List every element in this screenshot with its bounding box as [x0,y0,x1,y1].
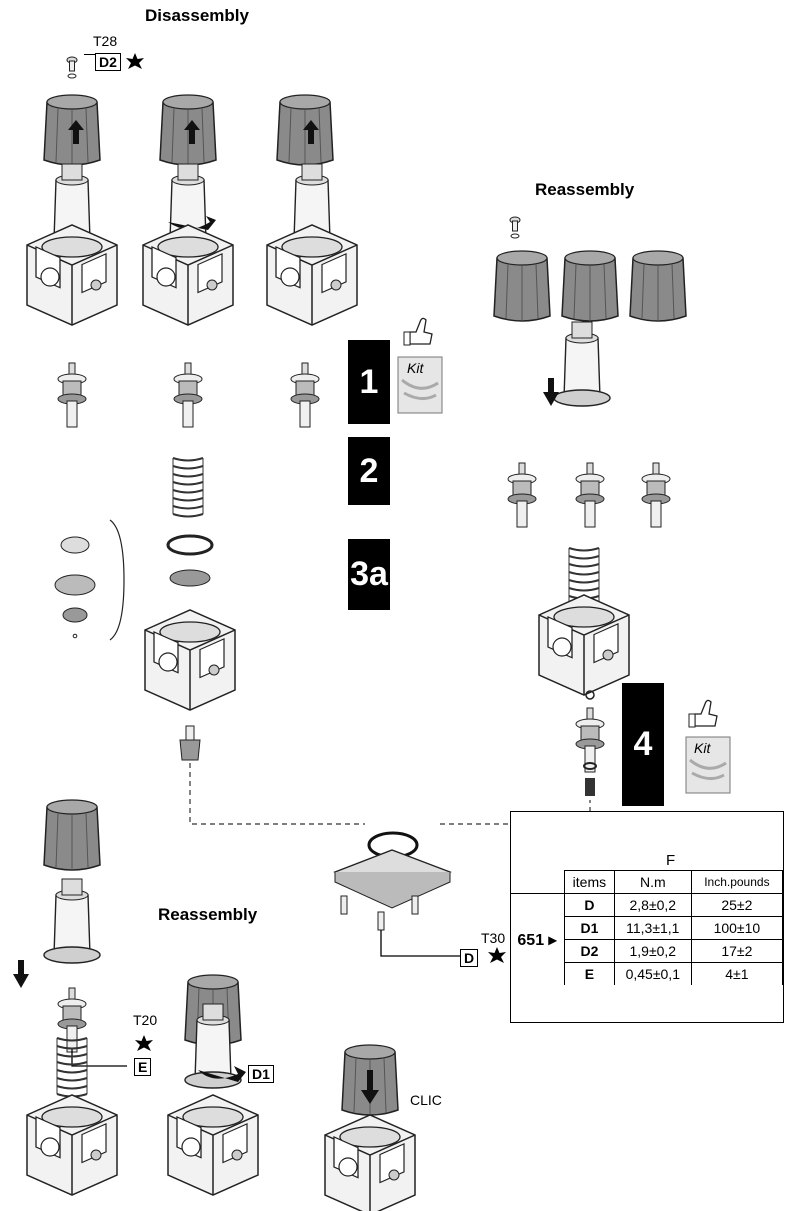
t28-label: T28 [93,33,118,49]
header-items: items [564,870,615,894]
row-item: E [564,962,615,985]
row-nm: 1,9±0,2 [613,939,692,963]
clic-label: CLIC [410,1092,442,1108]
row-nm: 2,8±0,2 [613,893,692,917]
step-2-badge: 2 [348,437,390,505]
row-nm: 0,45±0,1 [613,962,692,985]
reassembly-heading-top: Reassembly [535,180,635,199]
torque-ref-d1: D1 [248,1065,274,1083]
step-1-badge: 1 [348,340,390,424]
leader-line [84,54,100,71]
step-3a-badge: 3a [348,539,390,610]
step-4-badge: 4 [622,683,664,806]
torque-table: items N.m Inch.pounds 651 ▸ D 2,8±0,2 25… [510,870,784,985]
kit-label-1: Kit [407,360,424,376]
table-header-row: items N.m Inch.pounds [510,870,784,894]
table-row: E 0,45±0,1 4±1 [510,962,784,985]
disassembly-heading: Disassembly [145,6,249,25]
row-item: D [564,893,615,917]
torque-ref-e: E [134,1058,152,1076]
row-inch: 25±2 [690,893,784,917]
force-label: F [666,852,676,869]
torque-ref-d: D [460,949,479,967]
kit-label-2: Kit [694,740,711,756]
reassembly-heading-bottom: Reassembly [158,905,258,924]
row-inch: 4±1 [690,962,784,985]
blank-cell [510,870,565,894]
torque-table-box: F items N.m Inch.pounds 651 ▸ D 2,8±0,2 … [510,811,784,1023]
t30-label: T30 [481,930,506,946]
t20-label: T20 [133,1012,158,1028]
torque-ref-d2: D2 [95,53,121,71]
table-row: D2 1,9±0,2 17±2 [510,939,784,963]
row-inch: 17±2 [690,939,784,963]
row-inch: 100±10 [690,916,784,940]
row-item: D2 [564,939,615,963]
header-nm: N.m [613,870,692,894]
row-nm: 11,3±1,1 [613,916,692,940]
group-label: 651 ▸ [510,893,565,985]
header-inch: Inch.pounds [690,870,784,894]
table-row: 651 ▸ D 2,8±0,2 25±2 [510,893,784,985]
row-item: D1 [564,916,615,940]
